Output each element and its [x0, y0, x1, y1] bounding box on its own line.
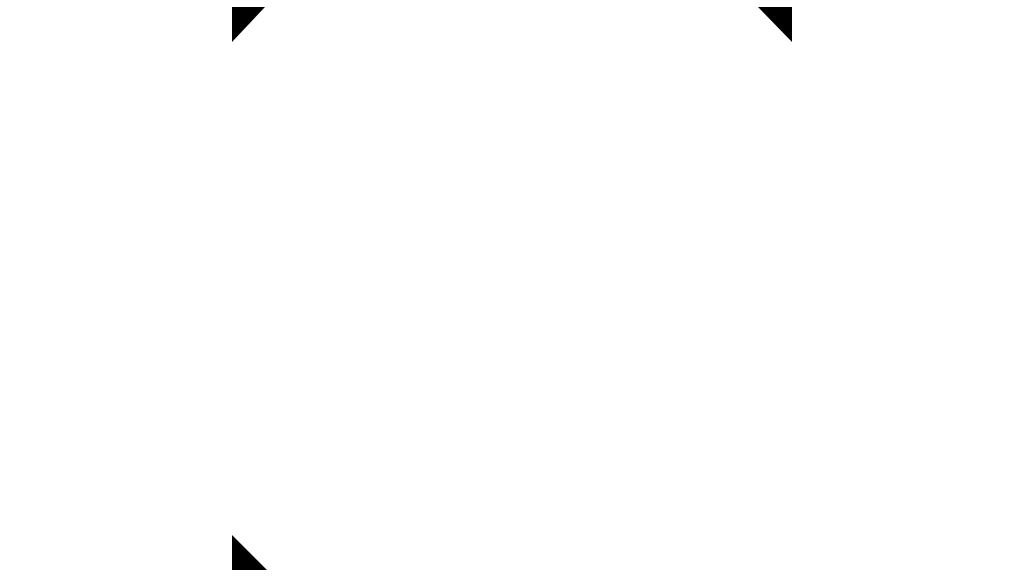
corner-marker-top-right-icon [758, 7, 792, 42]
corner-marker-top-left-icon [232, 7, 265, 42]
corner-marker-bottom-left-icon [232, 535, 267, 570]
